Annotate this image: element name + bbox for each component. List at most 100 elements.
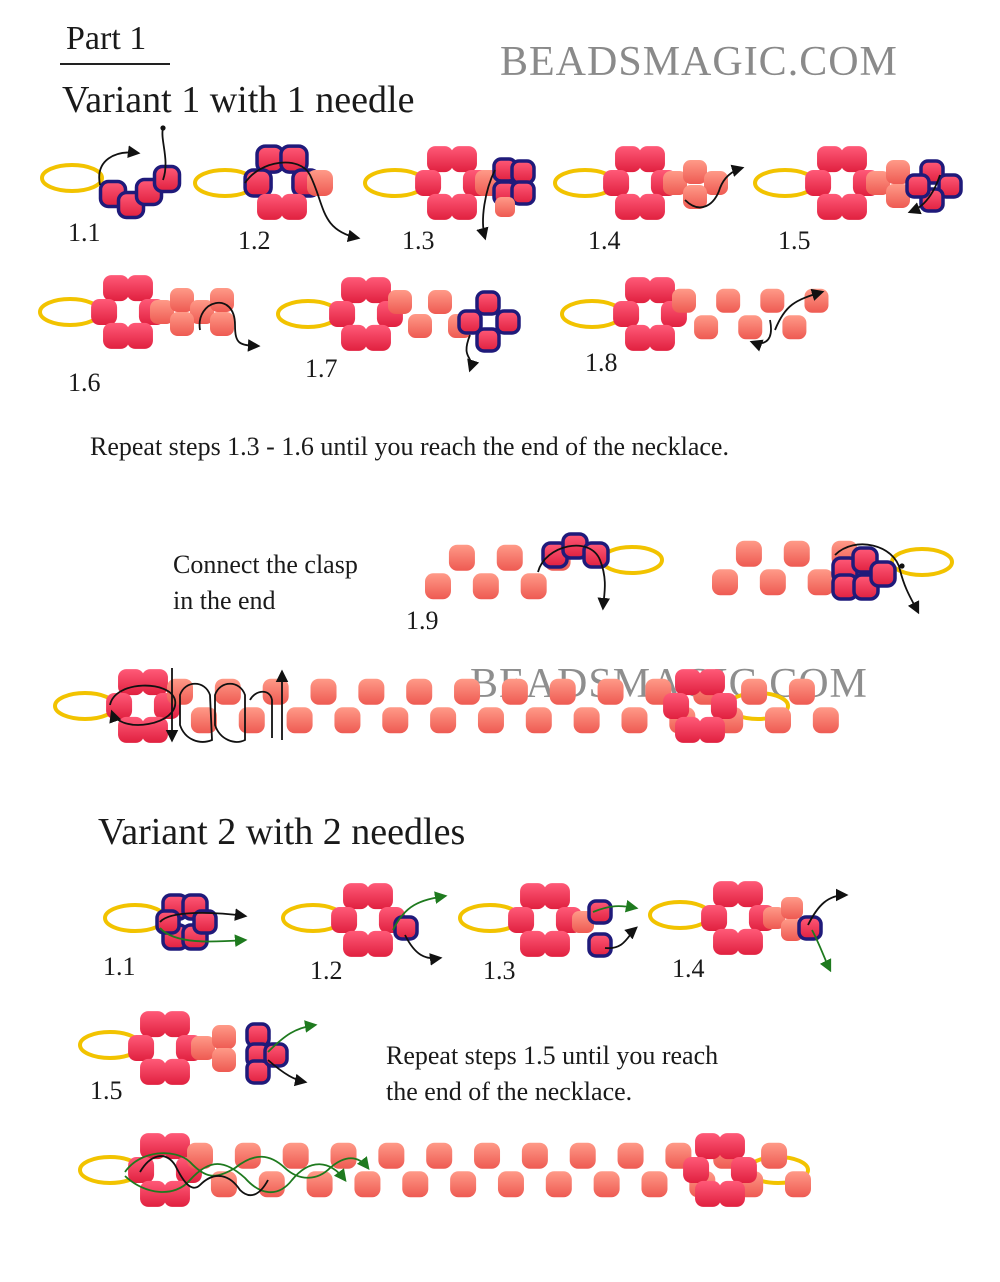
- red-bead: [141, 669, 168, 696]
- salmon-bead: [886, 184, 910, 208]
- thread-end-dot: [160, 125, 166, 131]
- v1-step-label: 1.3: [402, 226, 435, 255]
- green-thread-path: [811, 929, 832, 973]
- salmon-bead: [496, 544, 523, 571]
- red-bead: [615, 146, 642, 173]
- green-thread-path: [267, 1020, 318, 1053]
- clasp-ring: [648, 900, 712, 930]
- salmon-bead: [408, 314, 432, 338]
- red-bead: [730, 1157, 757, 1183]
- salmon-bead: [497, 1171, 524, 1198]
- salmon-bead: [238, 707, 265, 734]
- red-bead: [840, 193, 867, 220]
- salmon-bead: [191, 1036, 215, 1060]
- red-bead: [718, 1180, 745, 1207]
- clasp-ring: [38, 297, 102, 327]
- red-bead: [648, 277, 675, 304]
- red-bead: [840, 146, 867, 173]
- red-bead: [718, 1133, 745, 1160]
- red-bead: [280, 193, 307, 220]
- salmon-bead: [430, 707, 457, 734]
- red-bead: [155, 909, 181, 935]
- salmon-bead: [683, 185, 707, 209]
- v1-step-label: 1.6: [68, 368, 101, 397]
- thread-path: [834, 543, 920, 615]
- red-bead: [520, 883, 547, 910]
- red-bead: [582, 541, 610, 569]
- green-thread-path: [392, 891, 448, 931]
- red-bead: [329, 301, 356, 327]
- clasp-ring: [40, 163, 104, 193]
- thread-path: [476, 169, 496, 241]
- red-bead: [364, 324, 391, 351]
- red-bead: [126, 322, 153, 349]
- salmon-bead: [812, 707, 839, 734]
- thread-path: [244, 161, 361, 243]
- red-bead: [520, 930, 547, 957]
- salmon-bead: [781, 897, 803, 919]
- salmon-bead: [210, 312, 234, 336]
- clasp-ring: [560, 299, 624, 329]
- v2-repeat-note-line2: the end of the necklace.: [386, 1077, 633, 1106]
- red-bead: [495, 309, 521, 335]
- salmon-bead: [150, 300, 174, 324]
- salmon-bead: [310, 678, 337, 705]
- salmon-bead: [738, 315, 763, 340]
- v1-repeat-note: Repeat steps 1.3 - 1.6 until you reach t…: [90, 432, 729, 461]
- red-bead: [103, 275, 130, 302]
- red-bead: [543, 883, 570, 910]
- red-bead: [163, 1011, 190, 1038]
- salmon-bead: [782, 315, 807, 340]
- thread-path: [139, 1155, 269, 1197]
- salmon-bead: [741, 678, 768, 705]
- salmon-bead: [783, 540, 810, 567]
- salmon-bead: [428, 290, 452, 314]
- red-bead: [817, 146, 844, 173]
- salmon-bead: [683, 160, 707, 184]
- salmon-bead: [597, 678, 624, 705]
- salmon-bead: [454, 678, 481, 705]
- v2-step-label: 1.2: [310, 956, 343, 985]
- salmon-bead: [569, 1142, 596, 1169]
- red-bead: [341, 324, 368, 351]
- v1-step-label: 1.4: [588, 226, 621, 255]
- v2-step-label: 1.5: [90, 1076, 123, 1105]
- variant2-title: Variant 2 with 2 needles: [98, 811, 466, 853]
- clasp-ring: [276, 299, 340, 329]
- salmon-bead: [521, 1142, 548, 1169]
- salmon-bead: [759, 569, 786, 596]
- red-bead: [615, 193, 642, 220]
- v1-step-label: 1.1: [68, 218, 101, 247]
- salmon-bead: [426, 1142, 453, 1169]
- salmon-bead: [354, 1171, 381, 1198]
- clasp-ring: [600, 545, 664, 575]
- thread-path: [404, 934, 443, 966]
- salmon-bead: [761, 1142, 788, 1169]
- salmon-bead: [807, 569, 834, 596]
- salmon-bead: [549, 678, 576, 705]
- salmon-bead: [704, 171, 728, 195]
- red-bead: [869, 560, 897, 588]
- salmon-bead: [663, 171, 687, 195]
- red-bead: [192, 909, 218, 935]
- red-bead: [140, 1011, 167, 1038]
- salmon-bead: [593, 1171, 620, 1198]
- salmon-bead: [520, 573, 547, 600]
- red-bead: [118, 716, 145, 743]
- salmon-bead: [712, 569, 738, 596]
- red-bead: [713, 881, 740, 908]
- green-thread-path: [159, 927, 248, 947]
- salmon-bead: [425, 573, 451, 600]
- salmon-bead: [788, 678, 815, 705]
- thread-path: [749, 319, 772, 352]
- red-bead: [415, 170, 442, 196]
- v2-step-label: 1.4: [672, 954, 705, 983]
- thread-path: [179, 682, 213, 743]
- thread-path: [907, 174, 941, 215]
- clasp-note-line1: Connect the clasp: [173, 550, 358, 579]
- v1-step-label: 1.2: [238, 226, 271, 255]
- salmon-bead: [212, 1025, 236, 1049]
- salmon-bead: [234, 1142, 261, 1169]
- salmon-bead: [212, 1048, 236, 1072]
- salmon-bead: [763, 907, 785, 929]
